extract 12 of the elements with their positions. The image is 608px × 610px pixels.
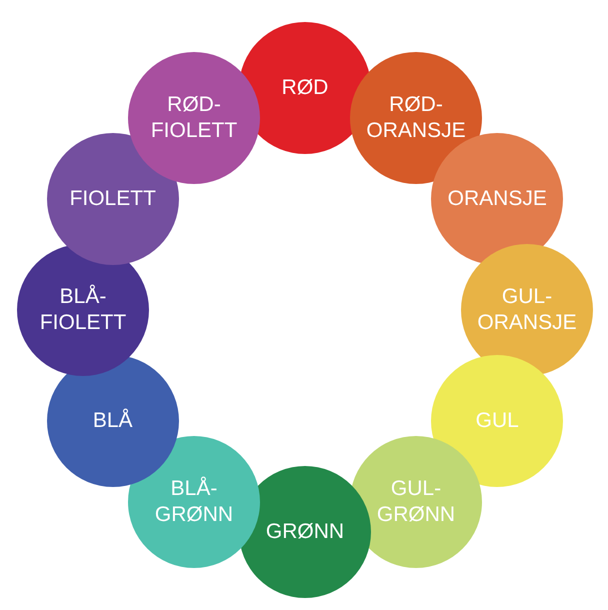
color-name: RØD <box>280 75 330 101</box>
color-name: GUL-GRØNN <box>376 476 456 528</box>
color-name: BLÅ-GRØNN <box>154 476 234 528</box>
color-name: RØD-ORANSJE <box>365 92 467 144</box>
color-name: GUL <box>474 408 520 434</box>
color-name: RØD-FIOLETT <box>150 92 238 144</box>
color-name: ORANSJE <box>446 186 548 212</box>
color-name: GRØNN <box>264 519 346 545</box>
color-name: GUL-ORANSJE <box>476 284 578 336</box>
color-name: BLÅ-FIOLETT <box>38 284 128 336</box>
color-name: BLÅ <box>92 408 134 434</box>
color-name: FIOLETT <box>68 186 157 212</box>
